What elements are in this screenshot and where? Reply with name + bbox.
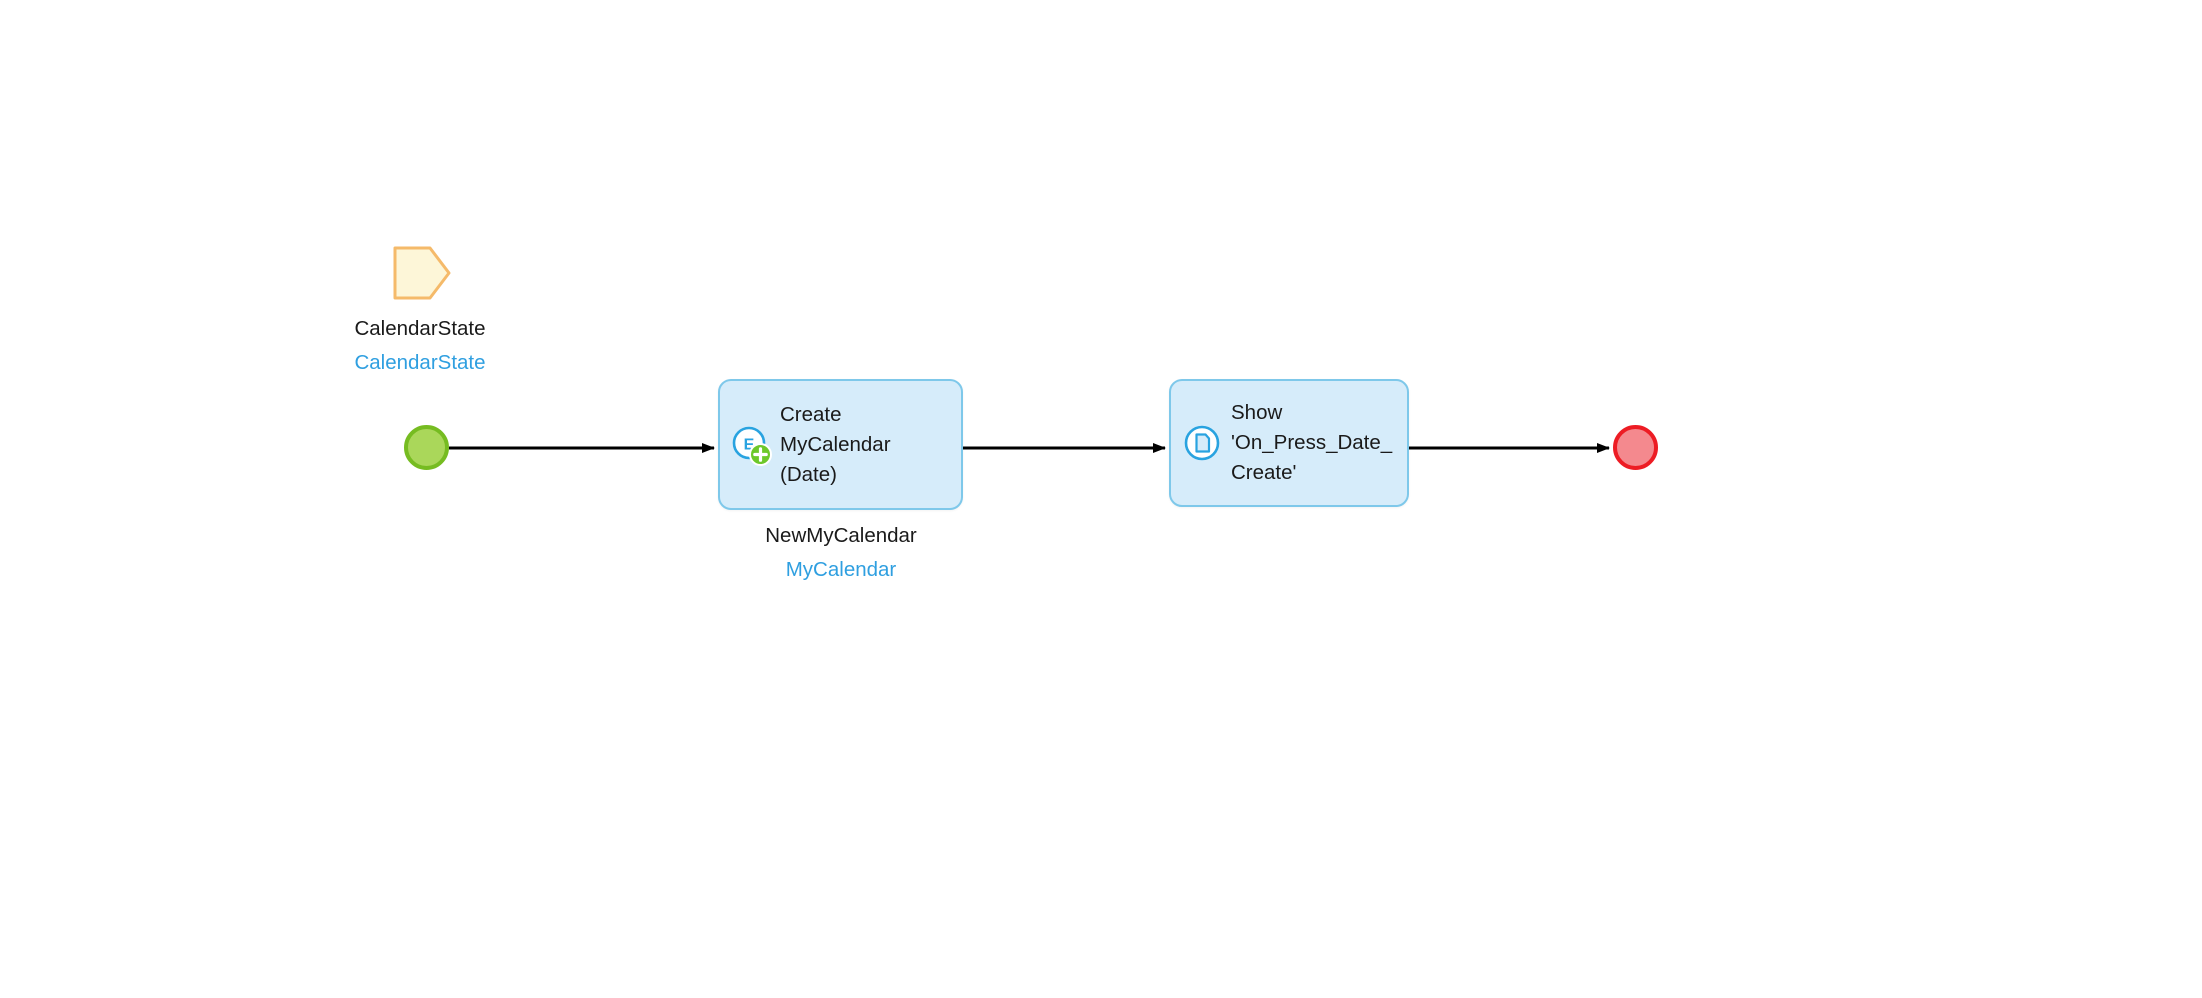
caption-type[interactable]: CalendarState: [354, 351, 486, 374]
caption-type[interactable]: MyCalendar: [785, 558, 897, 581]
node-show-label: Show 'On_Press_Date_ Create': [1231, 401, 1393, 484]
caption-name: NewMyCalendar: [765, 524, 917, 547]
caption-new-mycalendar: NewMyCalendar MyCalendar: [651, 519, 1031, 587]
end-circle-icon[interactable]: [1613, 425, 1658, 470]
node-create-mycalendar[interactable]: E Create MyCalendar (Date): [718, 379, 963, 510]
start-circle-icon[interactable]: [404, 425, 449, 470]
node-show-message[interactable]: Show 'On_Press_Date_ Create': [1169, 379, 1409, 507]
svg-text:E: E: [744, 436, 755, 453]
node-create-label: Create MyCalendar (Date): [780, 402, 891, 486]
state-pentagon-icon[interactable]: [392, 243, 452, 303]
entity-create-icon: E: [728, 422, 774, 468]
message-document-icon: [1179, 420, 1225, 466]
caption-calendar-state: CalendarState CalendarState: [230, 312, 610, 380]
caption-name: CalendarState: [354, 317, 486, 340]
